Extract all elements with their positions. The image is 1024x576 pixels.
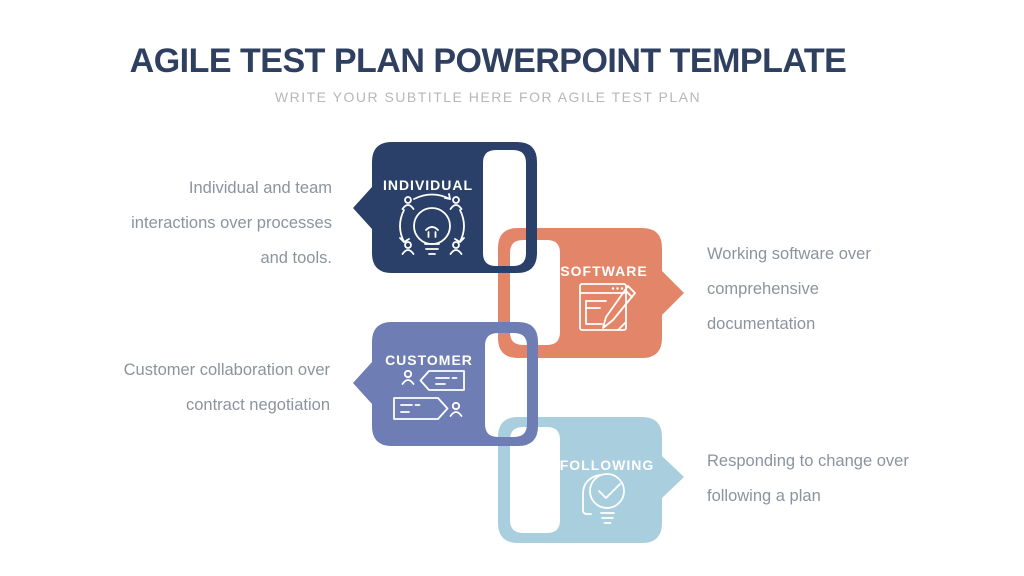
description-customer: Customer collaboration over contract neg…: [123, 361, 330, 414]
team-lightbulb-icon: [399, 193, 465, 255]
software-label: SOFTWARE: [560, 263, 647, 279]
conversation-icon: [393, 369, 465, 420]
following-label: FOLLOWING: [560, 457, 655, 473]
individual-label: INDIVIDUAL: [383, 177, 473, 193]
description-individual: Individual and team interactions over pr…: [131, 179, 332, 267]
page-title: AGILE TEST PLAN POWERPOINT TEMPLATE: [129, 42, 847, 80]
following-box-shape: [498, 417, 684, 543]
lightbulb-check-icon: [582, 473, 625, 524]
description-following: Responding to change over following a pl…: [707, 452, 909, 505]
document-pencil-icon: [579, 283, 636, 331]
description-software: Working software over comprehensive docu…: [707, 245, 871, 333]
customer-label: CUSTOMER: [385, 352, 473, 368]
individual-box-shape: [353, 142, 537, 273]
page-subtitle: WRITE YOUR SUBTITLE HERE FOR AGILE TEST …: [274, 89, 702, 105]
